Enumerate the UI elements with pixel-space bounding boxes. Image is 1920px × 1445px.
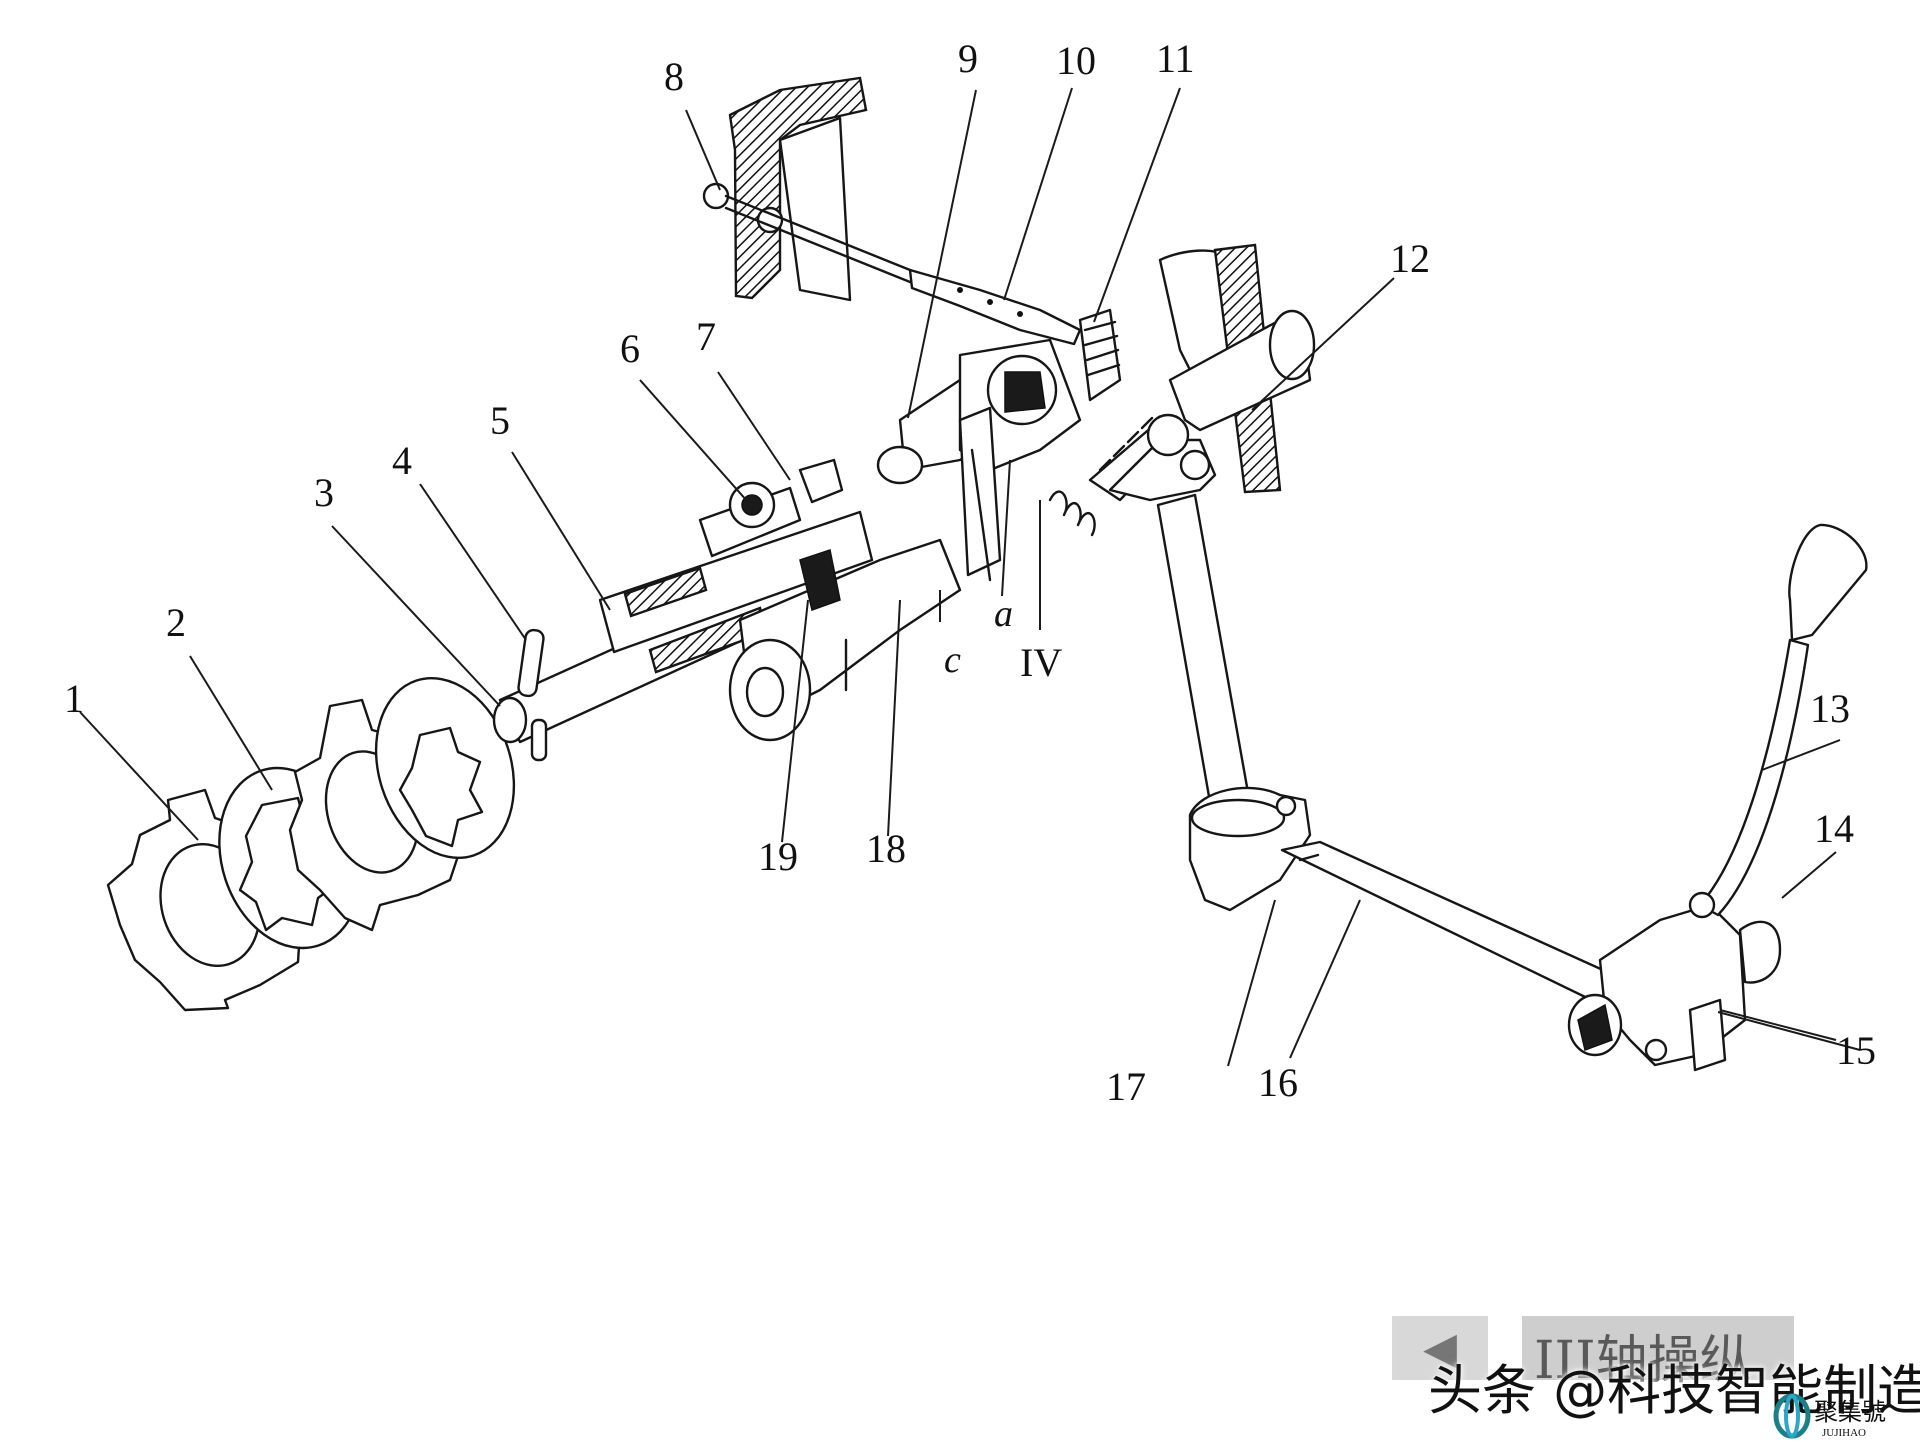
label-iv: IV <box>1020 640 1062 685</box>
caption-box <box>1522 1316 1794 1380</box>
label-14: 14 <box>1814 806 1854 851</box>
label-1: 1 <box>64 676 84 721</box>
label-17: 17 <box>1106 1064 1146 1109</box>
label-10: 10 <box>1056 38 1096 83</box>
part-labels: 1 2 3 4 5 6 7 8 9 10 11 12 13 14 15 16 1… <box>64 36 1876 1109</box>
watermark-text: 头条 @科技智能制造 <box>1428 1359 1920 1422</box>
label-9: 9 <box>958 36 978 81</box>
label-8: 8 <box>664 54 684 99</box>
caption-back-button[interactable]: ◀ <box>1392 1316 1488 1380</box>
label-7: 7 <box>696 314 716 359</box>
logo-cn: 聚集號 <box>1814 1399 1886 1426</box>
label-15: 15 <box>1836 1028 1876 1073</box>
lever-rod <box>1280 840 1627 1012</box>
gear-assembly <box>876 308 1122 582</box>
label-11: 11 <box>1156 36 1195 81</box>
slide-sleeve <box>598 458 874 674</box>
label-19: 19 <box>758 834 798 879</box>
label-13: 13 <box>1810 686 1850 731</box>
vertical-shaft <box>1156 493 1312 912</box>
label-12: 12 <box>1390 236 1430 281</box>
shaft-housing <box>728 538 962 742</box>
label-16: 16 <box>1258 1060 1298 1105</box>
hand-lever <box>1688 523 1868 919</box>
top-bracket <box>702 76 1082 346</box>
label-4: 4 <box>392 438 412 483</box>
right-bracket <box>1108 243 1316 502</box>
caption-text: III轴操纵 <box>1534 1331 1752 1391</box>
label-a: a <box>994 593 1013 635</box>
triangle-left-icon: ◀ <box>1423 1322 1457 1374</box>
leader-lines <box>79 87 1861 1067</box>
label-5: 5 <box>490 398 510 443</box>
label-c: c <box>944 639 961 681</box>
friction-disc-3 <box>288 676 516 932</box>
logo-mark-icon <box>1773 1393 1811 1439</box>
label-3: 3 <box>314 470 334 515</box>
logo-en: JUJIHAO <box>1822 1427 1866 1439</box>
label-6: 6 <box>620 326 640 371</box>
handle-hub <box>1567 903 1782 1072</box>
label-18: 18 <box>866 826 906 871</box>
brand-logo: 聚集號 JUJIHAO <box>1772 1390 1920 1440</box>
label-2: 2 <box>166 600 186 645</box>
